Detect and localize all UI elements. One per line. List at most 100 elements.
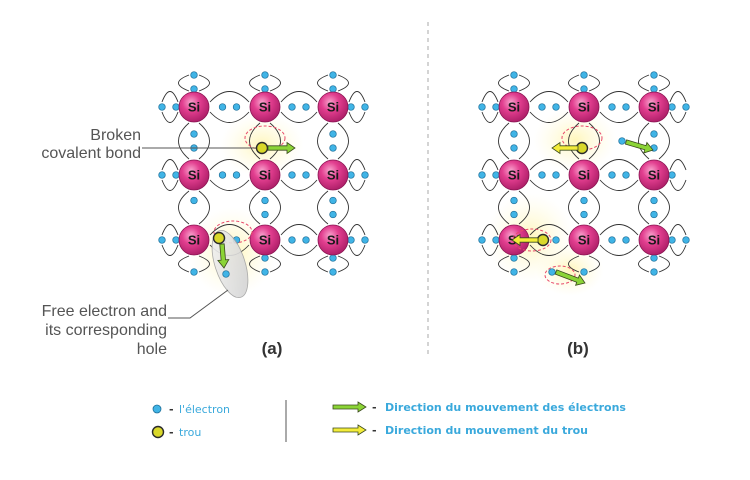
electron-dot: [492, 236, 500, 244]
bond-arc: [337, 122, 349, 160]
bond-arc: [638, 122, 650, 160]
panel-label-b: (b): [567, 339, 589, 358]
silicon-atom-label: Si: [327, 168, 339, 183]
silicon-atom-label: Si: [259, 233, 271, 248]
electron-dot: [622, 171, 630, 179]
silicon-atom-label: Si: [327, 100, 339, 115]
bond-arc: [348, 159, 366, 171]
silicon-atom: [638, 224, 670, 256]
bond-arc: [658, 74, 670, 92]
electron-dot: [580, 85, 588, 93]
bond-arc: [178, 255, 190, 273]
bond-arc: [161, 91, 179, 103]
silicon-atom-label: Si: [648, 233, 660, 248]
bond-arc: [161, 224, 179, 236]
silicon-atom-label: Si: [259, 168, 271, 183]
bond-arc: [209, 179, 250, 191]
electron-dot: [650, 268, 658, 276]
bond-arc: [209, 224, 250, 236]
bond-arc: [481, 244, 499, 256]
silicon-atom-label: Si: [578, 168, 590, 183]
silicon-atom-label: Si: [648, 168, 660, 183]
electron-dot: [302, 171, 310, 179]
electron-dot: [510, 268, 518, 276]
bond-arc: [178, 190, 190, 225]
bond-arc: [529, 111, 569, 123]
silicon-atom: [178, 159, 210, 191]
silicon-atom-label: Si: [578, 233, 590, 248]
electron-dot: [668, 236, 676, 244]
bond-arc: [518, 122, 530, 160]
bond-arc: [599, 91, 639, 103]
electron-dot: [510, 144, 518, 152]
bond-arc: [280, 179, 318, 191]
bond-arc: [348, 111, 366, 123]
broken-bond-label-line2: covalent bond: [41, 145, 141, 162]
electron-dot: [510, 85, 518, 93]
hole-direction-arrow: [551, 141, 579, 155]
bond-arc: [280, 244, 318, 256]
bond-arc: [280, 224, 318, 236]
silicon-atom-label: Si: [578, 100, 590, 115]
bond-arc: [249, 190, 261, 225]
bond-arc: [198, 190, 210, 225]
bond-arc: [498, 190, 510, 225]
bond-arc: [209, 159, 250, 171]
silicon-atom-label: Si: [188, 100, 200, 115]
silicon-atom-label: Si: [508, 100, 520, 115]
electron-dot: [478, 171, 486, 179]
bond-arc: [317, 255, 329, 273]
bond-arc: [178, 122, 190, 160]
bond-arc: [481, 111, 499, 123]
legend-hole-direction-label: Direction du mouvement du trou: [385, 424, 588, 437]
legend-electron-arrow-icon: [332, 401, 367, 413]
bond-arc: [529, 179, 569, 191]
electron-dot: [158, 171, 166, 179]
silicon-atom-label: Si: [648, 100, 660, 115]
free-electron-dot: [618, 137, 626, 145]
bond-arc: [249, 122, 261, 160]
silicon-atom: [317, 159, 349, 191]
glow-b-top: [533, 108, 617, 172]
silicon-atom: [317, 224, 349, 256]
electron-dot: [682, 103, 690, 111]
bond-arc: [588, 122, 600, 160]
legend-electron-label: l'électron: [179, 403, 230, 416]
bond-arc: [498, 255, 510, 273]
silicon-atom: [498, 91, 530, 123]
electron-dot: [478, 236, 486, 244]
electron-dot: [650, 85, 658, 93]
electron-dot: [580, 71, 588, 79]
silicon-atom: [249, 224, 281, 256]
silicon-atom-label: Si: [188, 233, 200, 248]
bond-arc: [599, 224, 639, 236]
bond-arc: [498, 74, 510, 92]
bond-arc: [529, 159, 569, 171]
electron-dot: [329, 71, 337, 79]
electron-dot: [261, 210, 269, 219]
bond-arc: [518, 255, 530, 273]
legend-electron-direction-dash: -: [372, 401, 377, 414]
bond-arc: [348, 179, 366, 191]
electron-dot: [261, 268, 269, 276]
bond-arc: [317, 190, 329, 225]
legend-hole-icon: [151, 425, 165, 439]
electron-dot: [552, 171, 560, 179]
electron-dot: [492, 103, 500, 111]
electron-dot: [190, 71, 198, 79]
silicon-atom: [568, 159, 600, 191]
electron-dot: [580, 268, 588, 276]
dashed-circle-a-bottom: [213, 220, 253, 244]
electron-dot: [608, 236, 616, 244]
electron-dot: [261, 71, 269, 79]
electron-dot: [650, 71, 658, 79]
legend-electron-icon: [152, 404, 162, 414]
legend-hole-arrow-icon: [332, 424, 367, 436]
electron-dot: [261, 85, 269, 93]
silicon-atom: [178, 91, 210, 123]
electron-dot: [492, 171, 500, 179]
free-electron-label-line1: Free electron and: [42, 303, 167, 320]
electron-dot: [158, 236, 166, 244]
electron-dot: [538, 171, 546, 179]
